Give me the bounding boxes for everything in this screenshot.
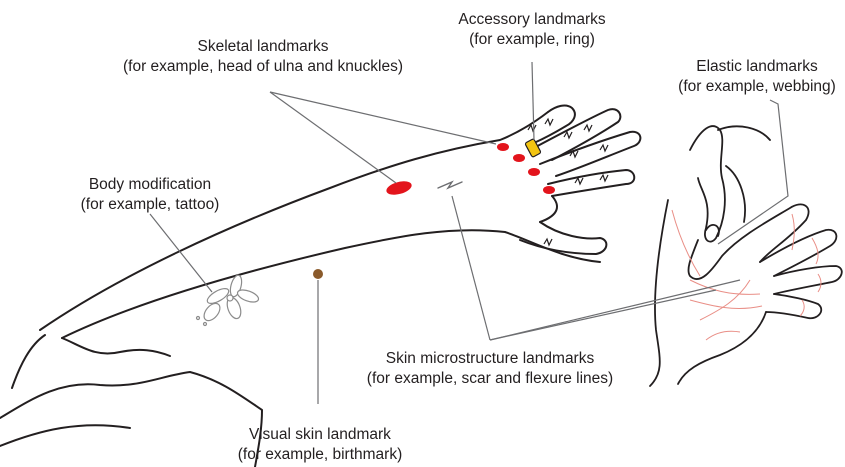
palm-illustration: [650, 126, 842, 386]
elastic-example: (for example, webbing): [678, 77, 836, 97]
thumb: [520, 222, 606, 254]
forearm-lower-outline: [62, 230, 600, 338]
scar-mark: [438, 182, 462, 188]
arm-illustration: [0, 105, 640, 467]
knuckle-marker: [528, 168, 540, 176]
tattoo-center: [227, 295, 233, 301]
tattoo-dot: [197, 317, 200, 320]
knuckle-creases: [528, 119, 608, 245]
skeletal-pointer: [270, 92, 496, 144]
flexure-line: [690, 300, 762, 308]
body-mod-pointer: [150, 214, 212, 292]
crease: [584, 125, 592, 131]
crease: [600, 145, 608, 151]
flexure-lines: [672, 210, 821, 340]
micro-pointer: [490, 290, 716, 340]
flexure-line: [800, 300, 804, 316]
crease: [600, 175, 608, 181]
body-mod-title: Body modification: [81, 175, 220, 195]
flexure-line: [706, 331, 740, 340]
flexure-line: [700, 280, 750, 320]
knuckle-marker: [543, 186, 555, 194]
crease: [575, 178, 583, 184]
skin-microstructure-label: Skin microstructure landmarks (for examp…: [367, 349, 613, 389]
accessory-landmarks-label: Accessory landmarks (for example, ring): [458, 10, 605, 50]
skeletal-pointer: [270, 92, 396, 183]
upper-arm-outline: [12, 335, 170, 388]
open-palm-outline: [650, 200, 668, 386]
flexure-line: [672, 210, 700, 276]
accessory-title: Accessory landmarks: [458, 10, 605, 30]
body-modification-label: Body modification (for example, tattoo): [81, 175, 220, 215]
flexure-line: [690, 280, 760, 294]
micro-pointer: [490, 280, 740, 340]
micro-title: Skin microstructure landmarks: [367, 349, 613, 369]
open-palm-fingers: [766, 294, 821, 318]
micro-example: (for example, scar and flexure lines): [367, 369, 613, 389]
skeletal-example: (for example, head of ulna and knuckles): [123, 57, 403, 77]
skeletal-landmarks-label: Skeletal landmarks (for example, head of…: [123, 37, 403, 77]
knuckle-marker: [497, 143, 509, 151]
crease: [545, 119, 553, 125]
clothing-fold: [0, 425, 130, 446]
flexure-line: [812, 238, 818, 264]
skeletal-title: Skeletal landmarks: [123, 37, 403, 57]
tattoo-petal: [201, 300, 223, 323]
tattoo-dot: [204, 323, 207, 326]
pinching-hand-outline: [690, 126, 725, 242]
forearm-upper-outline: [40, 112, 548, 330]
crease: [564, 132, 572, 138]
left-hand-fingers: [520, 105, 640, 254]
elastic-landmarks-label: Elastic landmarks (for example, webbing): [678, 57, 836, 97]
crease: [544, 239, 552, 245]
tattoo-flower: [197, 274, 261, 325]
open-palm-heel: [678, 312, 766, 384]
body-mod-example: (for example, tattoo): [81, 195, 220, 215]
visual-skin-landmark-label: Visual skin landmark (for example, birth…: [238, 425, 403, 465]
clothing-sleeve-outline: [0, 372, 262, 467]
elastic-title: Elastic landmarks: [678, 57, 836, 77]
micro-pointer: [452, 196, 490, 340]
accessory-example: (for example, ring): [458, 30, 605, 50]
elastic-pointer: [718, 100, 788, 244]
tattoo-petal: [236, 288, 260, 305]
flexure-line: [818, 274, 821, 292]
visual-title: Visual skin landmark: [238, 425, 403, 445]
palm-lower-edge: [540, 196, 557, 222]
pinching-hand-finger: [718, 126, 770, 222]
visual-example: (for example, birthmark): [238, 445, 403, 465]
knuckle-marker: [513, 154, 525, 162]
ulna-head-marker: [385, 179, 413, 197]
open-palm-fingers: [760, 230, 836, 276]
birthmark-marker: [313, 269, 323, 279]
